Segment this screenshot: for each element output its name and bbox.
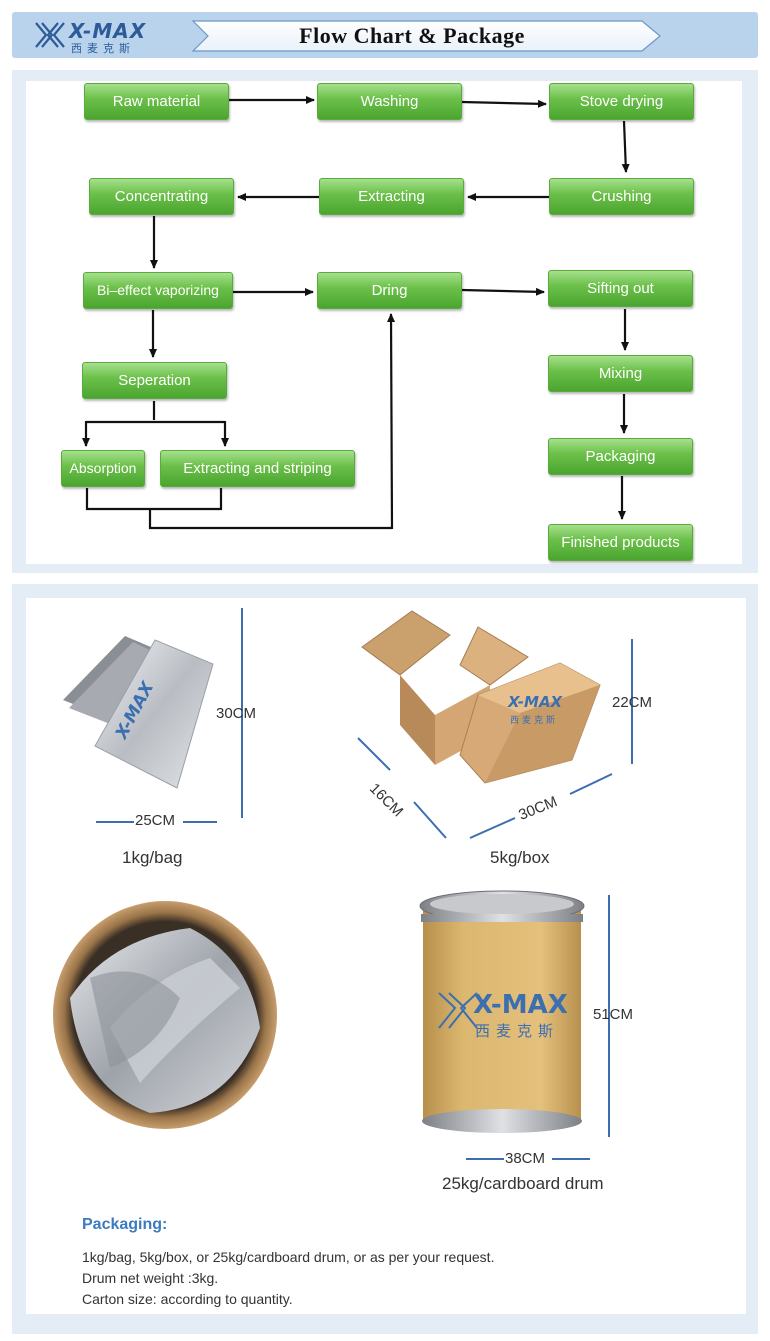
bag-width-label: 25CM	[135, 812, 176, 829]
node-crushing: Crushing	[549, 178, 694, 215]
node-dring: Dring	[317, 272, 462, 309]
node-absorption: Absorption	[61, 450, 145, 487]
bag-width-line-right	[183, 821, 217, 823]
node-packaging: Packaging	[548, 438, 693, 475]
node-bi-effect-vaporizing: Bi–effect vaporizing	[83, 272, 233, 309]
bag-caption: 1kg/bag	[122, 848, 183, 867]
packaging-line-3: Carton size: according to quantity.	[82, 1291, 293, 1307]
node-concentrating: Concentrating	[89, 178, 234, 215]
title-arrow-shape	[192, 20, 661, 52]
bag-image: X-MAX	[63, 636, 214, 789]
node-seperation: Seperation	[82, 362, 227, 399]
drum-brand: X-MAX	[473, 990, 568, 1020]
box-height-line	[631, 639, 633, 764]
drum-open-image	[53, 901, 277, 1129]
bag-width-line-left	[96, 821, 134, 823]
box-caption: 5kg/box	[490, 848, 550, 867]
node-mixing: Mixing	[548, 355, 693, 392]
node-extracting: Extracting	[319, 178, 464, 215]
drum-width-line-right	[552, 1158, 590, 1160]
drum-width-label: 38CM	[505, 1150, 546, 1167]
node-finished-products: Finished products	[548, 524, 693, 561]
node-raw-material: Raw material	[84, 83, 229, 120]
node-sifting-out: Sifting out	[548, 270, 693, 307]
xmax-logo-icon	[35, 22, 65, 48]
node-washing: Washing	[317, 83, 462, 120]
drum-height-line	[608, 895, 610, 1137]
packaging-line-1: 1kg/bag, 5kg/box, or 25kg/cardboard drum…	[82, 1249, 495, 1265]
packaging-heading: Packaging:	[82, 1216, 168, 1233]
title-banner: Flow Chart & Package	[192, 20, 662, 52]
packaging-line-2: Drum net weight :3kg.	[82, 1270, 219, 1286]
node-extracting-and-striping: Extracting and striping	[160, 450, 355, 487]
box-brand-cn: 西麦克斯	[510, 714, 558, 726]
bag-height-line	[241, 608, 243, 818]
box-dimension-lines	[357, 737, 613, 839]
brand-logo: X-MAX 西麦克斯	[34, 19, 194, 55]
drum-width-line-left	[466, 1158, 504, 1160]
box-height-label: 22CM	[612, 694, 653, 711]
drum-caption: 25kg/cardboard drum	[442, 1174, 604, 1193]
node-stove-drying: Stove drying	[549, 83, 694, 120]
brand-name: X-MAX	[69, 19, 147, 43]
header-band: X-MAX 西麦克斯 Flow Chart & Package	[12, 12, 758, 58]
box-brand: X-MAX	[507, 693, 564, 711]
brand-name-cn: 西麦克斯	[71, 42, 135, 55]
drum-height-label: 51CM	[593, 1006, 634, 1023]
page-title: Flow Chart & Package	[299, 23, 525, 48]
box-image: X-MAX 西麦克斯	[361, 610, 601, 784]
bag-height-label: 30CM	[216, 705, 257, 722]
flowchart-canvas	[26, 81, 742, 564]
drum-image: X-MAX 西麦克斯	[419, 890, 585, 1133]
drum-brand-cn: 西麦克斯	[475, 1022, 559, 1040]
